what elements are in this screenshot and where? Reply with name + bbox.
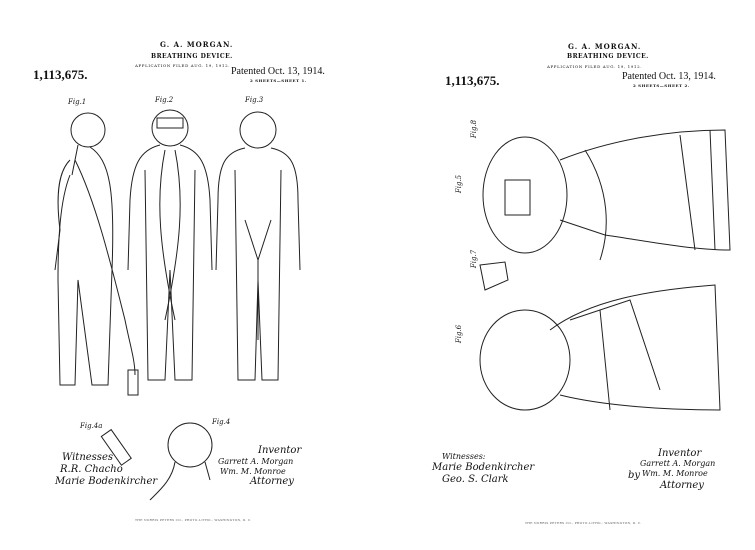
figure-label: Fig.6 bbox=[455, 324, 464, 344]
sheet-number: 2 SHEETS—SHEET 1. bbox=[250, 78, 307, 83]
witness-signature: Marie Bodenkircher bbox=[432, 462, 535, 473]
application-date: APPLICATION FILED AUG. 19, 1912. bbox=[135, 63, 231, 68]
patented-date: Patented Oct. 13, 1914. bbox=[231, 66, 325, 77]
application-date: APPLICATION FILED AUG. 19, 1912. bbox=[547, 64, 643, 69]
footer-imprint: THE NORRIS PETERS CO., PHOTO-LITHO., WAS… bbox=[525, 521, 642, 525]
attorney-label: Attorney bbox=[250, 476, 294, 487]
attorney-signature: Wm. M. Monroe bbox=[220, 467, 286, 476]
patent-sheet-2: G. A. MORGAN. BREATHING DEVICE. APPLICAT… bbox=[410, 0, 755, 550]
witnesses-label: Witnesses bbox=[62, 452, 113, 463]
patent-sheet-1: G. A. MORGAN. BREATHING DEVICE. APPLICAT… bbox=[33, 40, 325, 522]
sheet-number: 2 SHEETS—SHEET 2. bbox=[633, 83, 690, 88]
witness-signature: Geo. S. Clark bbox=[442, 474, 509, 485]
attorney-label: Attorney bbox=[660, 480, 704, 491]
patent-title: BREATHING DEVICE. bbox=[567, 53, 649, 60]
witnesses-label: Witnesses: bbox=[442, 452, 486, 461]
figure-label: Fig.4a bbox=[80, 422, 103, 430]
figures-drawing-1 bbox=[54, 109, 301, 501]
attorney-signature: Wm. M. Monroe bbox=[642, 469, 708, 478]
inventor-name: G. A. MORGAN. bbox=[568, 42, 642, 51]
figure-label: Fig.1 bbox=[68, 98, 87, 106]
figure-label: Fig.4 bbox=[212, 418, 231, 426]
witness-signature: R.R. Chacho bbox=[60, 464, 123, 475]
inventor-label: Inventor bbox=[658, 448, 702, 459]
inventor-name: G. A. MORGAN. bbox=[160, 40, 234, 49]
patented-date: Patented Oct. 13, 1914. bbox=[622, 71, 716, 82]
inventor-signature: Garrett A. Morgan bbox=[218, 457, 294, 466]
inventor-signature: Garrett A. Morgan bbox=[640, 459, 716, 468]
patent-number: 1,113,675. bbox=[445, 73, 500, 88]
footer-imprint: THE NORRIS PETERS CO., PHOTO-LITHO., WAS… bbox=[135, 518, 252, 522]
figures-drawing-2 bbox=[479, 129, 731, 411]
patent-number: 1,113,675. bbox=[33, 67, 88, 82]
figure-label: Fig.5 bbox=[455, 174, 464, 194]
figure-label: Fig.7 bbox=[470, 249, 479, 269]
figure-label: Fig.2 bbox=[155, 96, 174, 104]
witness-signature: Marie Bodenkircher bbox=[55, 476, 158, 487]
inventor-label: Inventor bbox=[258, 445, 302, 456]
figure-label: Fig.3 bbox=[245, 96, 264, 104]
figure-label: Fig.8 bbox=[470, 119, 479, 139]
by-label: by bbox=[628, 470, 641, 481]
patent-title: BREATHING DEVICE. bbox=[151, 53, 233, 60]
